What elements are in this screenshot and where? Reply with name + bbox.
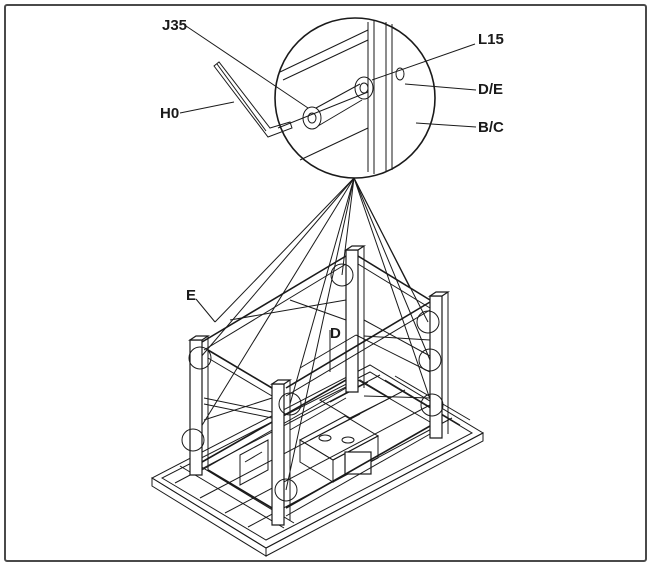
label-e: E [186, 287, 196, 304]
frame-top-rails [201, 255, 431, 397]
detail-circle [274, 17, 436, 179]
joint-markers [181, 263, 444, 502]
label-d-e: D/E [478, 81, 503, 98]
nut-icon [395, 67, 405, 81]
washer-icon [354, 76, 374, 100]
callout-fan-lines [192, 177, 433, 491]
label-h0: H0 [160, 105, 179, 122]
label-d: D [330, 325, 341, 342]
detail-callout [274, 17, 436, 179]
label-leaders [179, 25, 477, 323]
lift-mechanism [239, 379, 392, 486]
bolt-head-icon [302, 106, 322, 130]
label-b-c: B/C [478, 119, 504, 136]
diagram-frame [4, 4, 647, 562]
label-j35: J35 [162, 17, 187, 34]
label-l15: L15 [478, 31, 504, 48]
frame-front-posts [188, 335, 292, 526]
post-front-left [189, 339, 203, 476]
frame-back-posts [344, 245, 450, 439]
post-back-right [429, 295, 443, 439]
allen-key-icon [213, 61, 293, 138]
post-front-right [271, 383, 285, 526]
frame-cross-braces [203, 299, 431, 431]
